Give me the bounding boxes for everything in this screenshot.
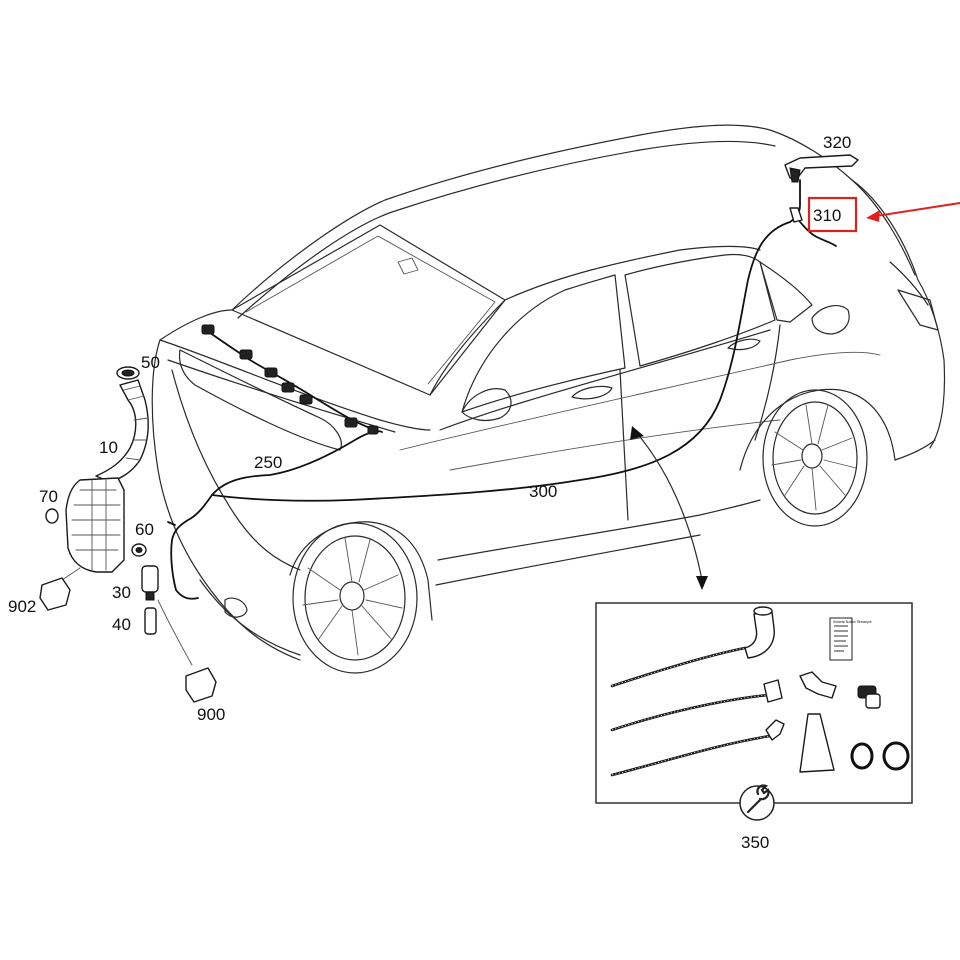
kit-box-350: Hinweis/ Notice/ Remarque: [595, 602, 913, 804]
callout-250: 250: [254, 453, 282, 472]
part-40-sensor: [144, 607, 157, 635]
kit-nozzle: [857, 685, 881, 709]
front-wheel: [292, 522, 418, 674]
callout-320: 320: [823, 133, 851, 152]
kit-clip: [799, 671, 837, 699]
part-310: [789, 207, 837, 247]
kit-grease-tube: [799, 713, 835, 773]
callout-350: 350: [741, 833, 769, 852]
part-50-cap: [116, 366, 140, 380]
part-902-connector: [39, 577, 71, 611]
highlight-box-310: [807, 196, 858, 233]
callout-70: 70: [39, 487, 58, 506]
highlight-arrow: [866, 202, 960, 222]
car-body-outline: [151, 124, 946, 661]
callout-310: 310: [813, 206, 841, 225]
part-320: [784, 154, 859, 183]
part-10-filler-neck: [95, 379, 149, 483]
leader-arrowhead: [696, 576, 708, 590]
callout-40: 40: [112, 615, 131, 634]
hose-300: [211, 221, 791, 502]
callout-300: 300: [529, 482, 557, 501]
callout-902: 902: [8, 597, 36, 616]
kit-card-text: Hinweis/ Notice/ Remarque: [833, 620, 872, 624]
part-60-grommet: [131, 543, 147, 557]
callout-50: 50: [141, 353, 160, 372]
wrench-icon: [739, 784, 775, 821]
hose-250-nozzles: [205, 329, 371, 429]
callout-10: 10: [99, 438, 118, 457]
hose-front-lower: [170, 494, 213, 600]
part-70-grommet: [45, 508, 59, 524]
hose-250: [211, 430, 383, 496]
callout-30: 30: [112, 583, 131, 602]
washer-tank: [65, 477, 125, 573]
kit-hoses: [610, 606, 785, 777]
part-900-connector: [185, 667, 217, 703]
kit-o-rings: [850, 741, 910, 771]
hood-nozzles: [201, 324, 379, 435]
kit-instruction-card: Hinweis/ Notice/ Remarque: [829, 617, 872, 661]
callout-900: 900: [197, 705, 225, 724]
part-30-pump: [141, 565, 159, 601]
leader-300-to-kit: [635, 431, 703, 581]
rear-wheel: [762, 389, 868, 527]
callout-60: 60: [135, 520, 154, 539]
